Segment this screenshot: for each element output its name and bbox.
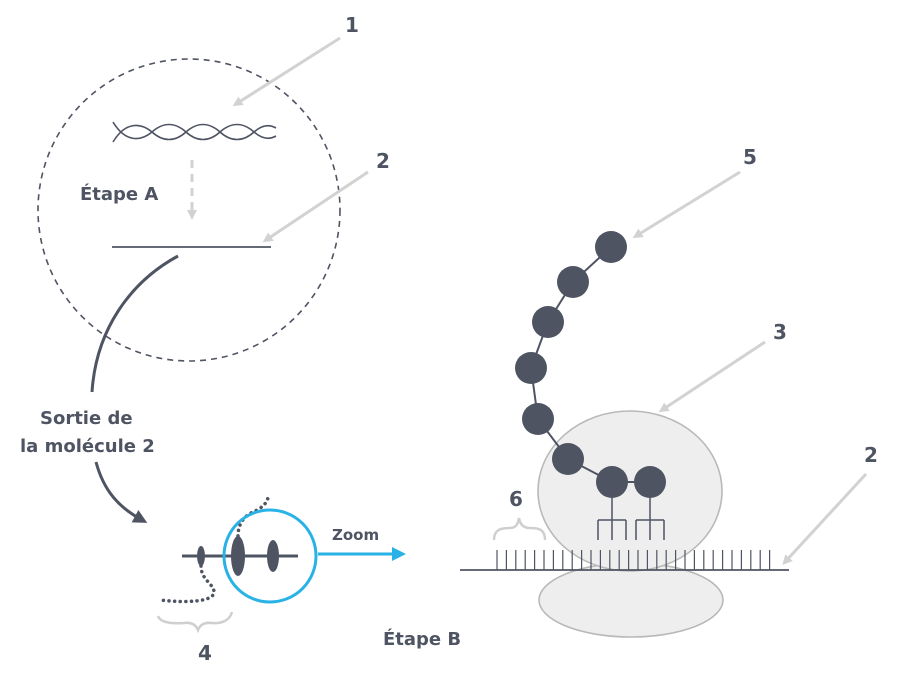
pointer-arrow-1 [232,36,341,107]
etape-a-label: Étape A [80,183,158,205]
label-2-right: 2 [864,443,878,467]
zoom-label: Zoom [332,526,379,544]
small-peptide-upper [236,496,270,538]
label-3: 3 [773,320,787,344]
amino-acid [557,266,589,298]
amino-acid [552,443,584,475]
bracket-4 [156,611,234,634]
pointer-arrow-3 [658,340,766,413]
pointer-arrow-2-right [782,472,868,565]
zoom-circle [222,508,318,604]
small-peptide-lower [158,564,216,604]
dna-helix [112,121,277,143]
amino-acid [634,466,666,498]
small-ribosome-left [197,546,205,566]
exit-curve-bottom [94,461,148,523]
sortie-label-line2: la molécule 2 [20,436,155,457]
pointer-arrow-5 [632,170,741,239]
pointer-arrow-2-top [262,170,369,243]
amino-acid [522,403,554,435]
label-6: 6 [509,487,523,511]
label-4: 4 [198,641,212,665]
amino-acid [532,306,564,338]
mrna-strand [460,550,789,571]
label-2-top: 2 [376,149,390,173]
small-ribosome-mid [231,536,245,576]
etape-b-label: Étape B [383,628,461,650]
label-5: 5 [743,145,757,169]
ribosome-large-subunit [537,410,723,572]
nucleus-dashed-circle [37,58,341,362]
label-1: 1 [345,13,359,37]
ribosome-small-subunit [538,562,724,638]
peptide-chain [515,231,666,498]
amino-acid [595,231,627,263]
bracket-6 [492,517,547,541]
sortie-label-line1: Sortie de [40,408,133,429]
trna-anticodons [597,497,665,540]
amino-acid [515,352,547,384]
exit-curve-top [90,254,179,393]
small-ribosome-view: 4 [156,496,318,665]
amino-acid [596,466,628,498]
small-ribosome-right [267,540,279,572]
